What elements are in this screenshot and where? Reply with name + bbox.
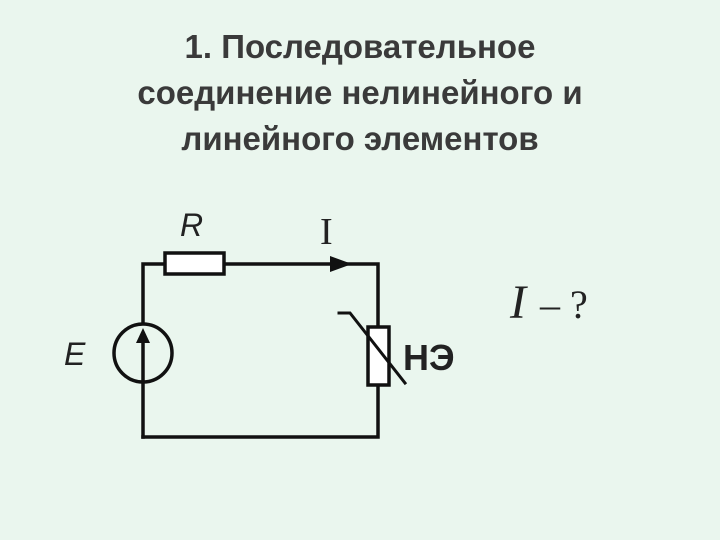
current-label: I bbox=[320, 211, 333, 253]
question-text: – ? bbox=[539, 282, 588, 327]
slide-title: 1. Последовательное соединение нелинейно… bbox=[60, 24, 660, 162]
source-label: E bbox=[64, 336, 86, 372]
emf-arrow-head bbox=[136, 328, 150, 343]
title-line-1: 1. Последовательное bbox=[184, 28, 536, 65]
resistor-label: R bbox=[180, 207, 203, 243]
nonlinear-label: НЭ bbox=[403, 337, 455, 378]
resistor bbox=[163, 251, 226, 276]
title-line-2: соединение нелинейного и bbox=[137, 74, 583, 111]
nonlinear-element-slash bbox=[337, 311, 408, 386]
title-line-3: линейного элементов bbox=[181, 120, 539, 157]
wire-right-lower bbox=[141, 383, 380, 439]
current-arrow-head bbox=[330, 256, 352, 272]
wire-top-right bbox=[222, 262, 380, 329]
question-current-symbol: I bbox=[509, 276, 528, 329]
nonlinear-element bbox=[366, 325, 391, 387]
